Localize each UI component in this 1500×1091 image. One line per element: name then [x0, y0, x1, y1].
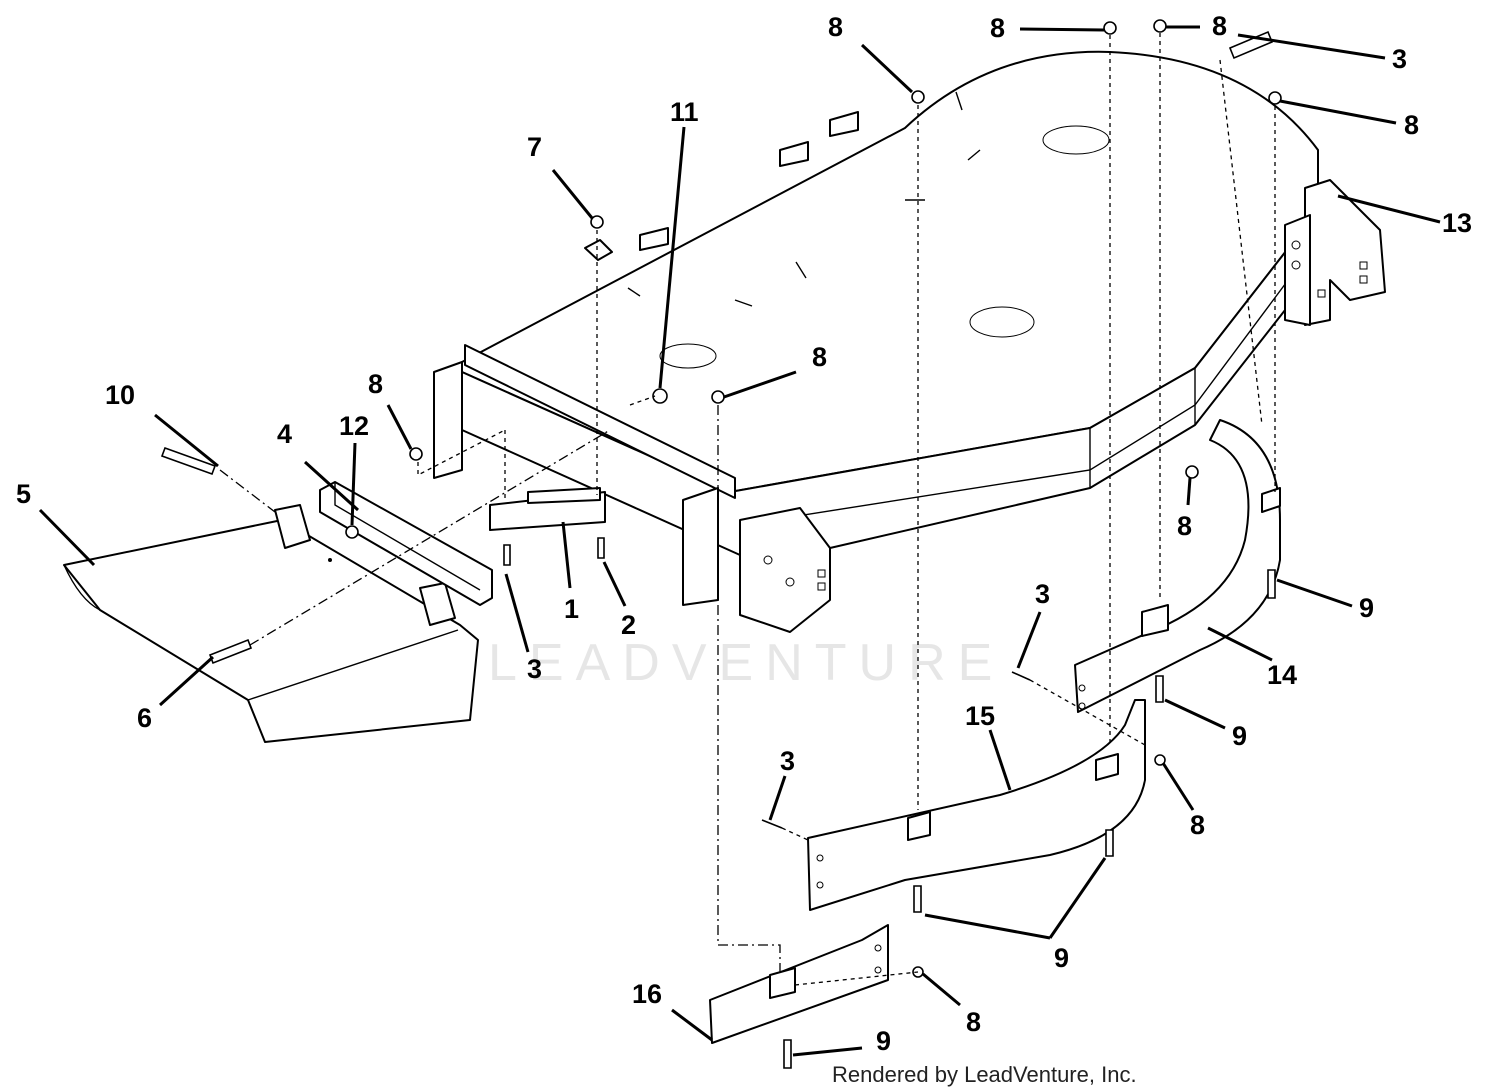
- callout-15: 15: [965, 701, 995, 731]
- callout-6: 6: [137, 703, 152, 733]
- bolt-3: [503, 544, 511, 566]
- callout-9: 9: [876, 1026, 891, 1056]
- callout-1: 1: [564, 594, 579, 624]
- callout-8: 8: [1177, 511, 1192, 541]
- bolt-9: [913, 885, 922, 913]
- callout-8: 8: [990, 13, 1005, 43]
- watermark: LEADVENTURE: [488, 634, 1004, 692]
- callout-9: 9: [1232, 721, 1247, 751]
- spindle-hole: [1042, 125, 1110, 155]
- bolt-2: [597, 537, 605, 559]
- callout-3: 3: [1035, 579, 1050, 609]
- callout-3: 3: [527, 654, 542, 684]
- mower-deck: [433, 50, 1319, 556]
- callout-7: 7: [527, 132, 542, 162]
- nut-12: [345, 525, 359, 539]
- washer-11: [652, 388, 668, 404]
- bolt-9: [1267, 569, 1276, 599]
- callout-8: 8: [828, 12, 843, 42]
- callout-8: 8: [1404, 110, 1419, 140]
- part-block-1-2: [489, 487, 606, 531]
- callout-12: 12: [339, 411, 369, 441]
- spindle-hole: [969, 306, 1035, 338]
- nut-8: [409, 447, 423, 461]
- callout-5: 5: [16, 479, 31, 509]
- bolt-9: [1155, 675, 1164, 703]
- callout-13: 13: [1442, 208, 1472, 238]
- callout-11: 11: [670, 97, 699, 127]
- callout-8: 8: [1190, 810, 1205, 840]
- bolt-9: [783, 1039, 792, 1069]
- bolt-6: [208, 638, 253, 665]
- callout-8: 8: [812, 342, 827, 372]
- nut-8: [1103, 21, 1117, 35]
- plate-16: [709, 924, 889, 1044]
- bolt-10: [160, 446, 217, 476]
- callout-2: 2: [621, 610, 636, 640]
- nut-8: [1268, 91, 1282, 105]
- callouts: 1 2 3 3 3 3 4 5 6 7 8 8 8 8 8 8 8 8 8 9 …: [16, 11, 1472, 1056]
- callout-4: 4: [277, 419, 292, 449]
- callout-14: 14: [1267, 660, 1297, 690]
- callout-8: 8: [966, 1007, 981, 1037]
- callout-8: 8: [1212, 11, 1227, 41]
- bolt-3: [761, 819, 783, 829]
- baffle-15: [807, 699, 1146, 911]
- callout-16: 16: [632, 979, 662, 1009]
- callout-9: 9: [1359, 593, 1374, 623]
- discharge-chute-5: [63, 504, 479, 743]
- callout-3: 3: [780, 746, 795, 776]
- callout-9: 9: [1054, 943, 1069, 973]
- nut-8: [1154, 754, 1166, 766]
- bolt-9: [1105, 829, 1114, 857]
- callout-3: 3: [1392, 44, 1407, 74]
- nut-8: [911, 90, 925, 104]
- callout-8: 8: [368, 369, 383, 399]
- nut-7: [590, 215, 604, 229]
- spindle-hole: [659, 343, 717, 369]
- callout-leaders: [38, 25, 1441, 1057]
- nut-8: [1185, 465, 1199, 479]
- nut-8: [711, 390, 725, 404]
- front-bracket-left: [682, 487, 831, 633]
- alignment-lines: [219, 33, 1276, 986]
- baffle-14: [1074, 419, 1281, 713]
- nut-8: [1153, 19, 1167, 33]
- bolt-3: [1011, 671, 1031, 681]
- callout-10: 10: [105, 380, 135, 410]
- render-credit: Rendered by LeadVenture, Inc.: [832, 1062, 1137, 1087]
